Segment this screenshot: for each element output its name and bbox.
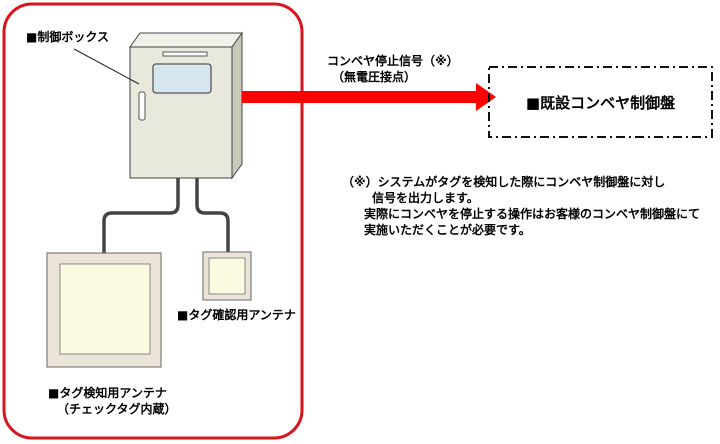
detect-antenna-sublabel: （チェックタグ内蔵） xyxy=(57,402,177,416)
display-window xyxy=(152,63,212,94)
cable-to-detect-antenna xyxy=(102,178,180,256)
existing-panel-box xyxy=(488,66,713,138)
signal-arrow xyxy=(242,83,496,111)
door-handle xyxy=(138,91,146,121)
footnote-line-3: 実際にコンベヤを停止する操作はお客様のコンベヤ制御盤にて xyxy=(364,207,701,221)
detect-antenna xyxy=(46,252,162,368)
signal-sublabel: （無電圧接点） xyxy=(332,70,417,84)
control-box xyxy=(129,31,243,180)
signal-label: コンベヤ停止信号（※） xyxy=(327,54,459,68)
confirm-antenna xyxy=(202,251,252,301)
existing-panel-label: ■既設コンベヤ制御盤 xyxy=(525,93,676,112)
footnote: （※）システムがタグを検知した際にコンベヤ制御盤に対し 信号を出力します。 実際… xyxy=(342,174,700,238)
control-box-label: ■制御ボックス xyxy=(26,30,109,44)
cable-to-confirm-antenna xyxy=(195,178,230,256)
confirm-antenna-label: ■タグ確認用アンテナ xyxy=(177,308,296,322)
system-enclosure xyxy=(2,2,304,440)
footnote-line-4: 実施いただくことが必要です。 xyxy=(364,223,531,237)
vent-slot xyxy=(162,51,208,57)
footnote-line-2: 信号を出力します。 xyxy=(372,191,479,205)
detect-antenna-label: ■タグ検知用アンテナ xyxy=(48,386,167,400)
control-box-callout-line xyxy=(73,48,140,85)
footnote-line-1: （※）システムがタグを検知した際にコンベヤ制御盤に対し xyxy=(342,175,666,189)
